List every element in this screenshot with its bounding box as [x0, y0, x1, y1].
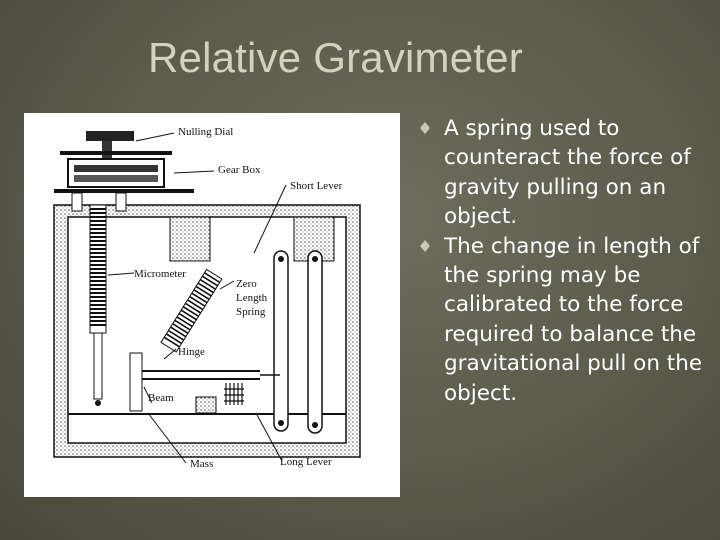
gravimeter-diagram: Nulling Dial Gear Box Short Lever Microm…: [24, 113, 400, 497]
label-micrometer: Micrometer: [134, 268, 186, 280]
gear-row-1: [74, 165, 158, 172]
label-mass: Mass: [190, 458, 213, 470]
label-zero-length-1: Zero: [236, 278, 257, 290]
label-beam: Beam: [148, 392, 174, 404]
label-long-lever: Long Lever: [280, 456, 332, 468]
long-lever: [307, 250, 323, 434]
diamond-bullet-icon: [420, 122, 430, 134]
bullet-item: A spring used to counteract the force of…: [416, 114, 716, 232]
bullet-text: The change in length of the spring may b…: [444, 233, 703, 406]
gravimeter-schematic: Nulling Dial Gear Box Short Lever Microm…: [53, 126, 361, 470]
label-zero-length-2: Length: [236, 292, 268, 304]
bullet-list: A spring used to counteract the force of…: [416, 114, 716, 408]
upper-block-left: [169, 216, 211, 262]
mass-block: [195, 396, 217, 414]
label-nulling-dial: Nulling Dial: [178, 126, 233, 138]
slide-title: Relative Gravimeter: [148, 34, 523, 81]
diamond-bullet-icon: [420, 239, 430, 252]
label-zero-length-3: Spring: [236, 306, 266, 318]
gear-box-top: [60, 151, 172, 155]
zero-length-spring: [160, 268, 223, 353]
beam-springs: [224, 383, 244, 405]
housing-floor-line: [68, 413, 346, 415]
hinge-post: [129, 352, 143, 412]
gear-row-2: [74, 175, 158, 182]
beam: [142, 370, 260, 380]
gear-box-base: [54, 189, 194, 193]
housing-wall: [53, 204, 361, 458]
gear-left-block: [71, 192, 83, 212]
label-hinge: Hinge: [178, 346, 205, 358]
bullet-text: A spring used to counteract the force of…: [444, 116, 691, 230]
micrometer-foot: [95, 400, 101, 406]
label-gear-box: Gear Box: [218, 164, 261, 176]
short-lever: [273, 250, 289, 432]
label-short-lever: Short Lever: [290, 180, 343, 192]
gear-box: [67, 158, 165, 188]
nulling-dial: [86, 131, 134, 141]
micrometer-rod: [93, 332, 103, 400]
bullet-item: The change in length of the spring may b…: [416, 232, 716, 408]
micrometer-threads: [90, 208, 106, 326]
gear-right-block: [115, 192, 127, 212]
